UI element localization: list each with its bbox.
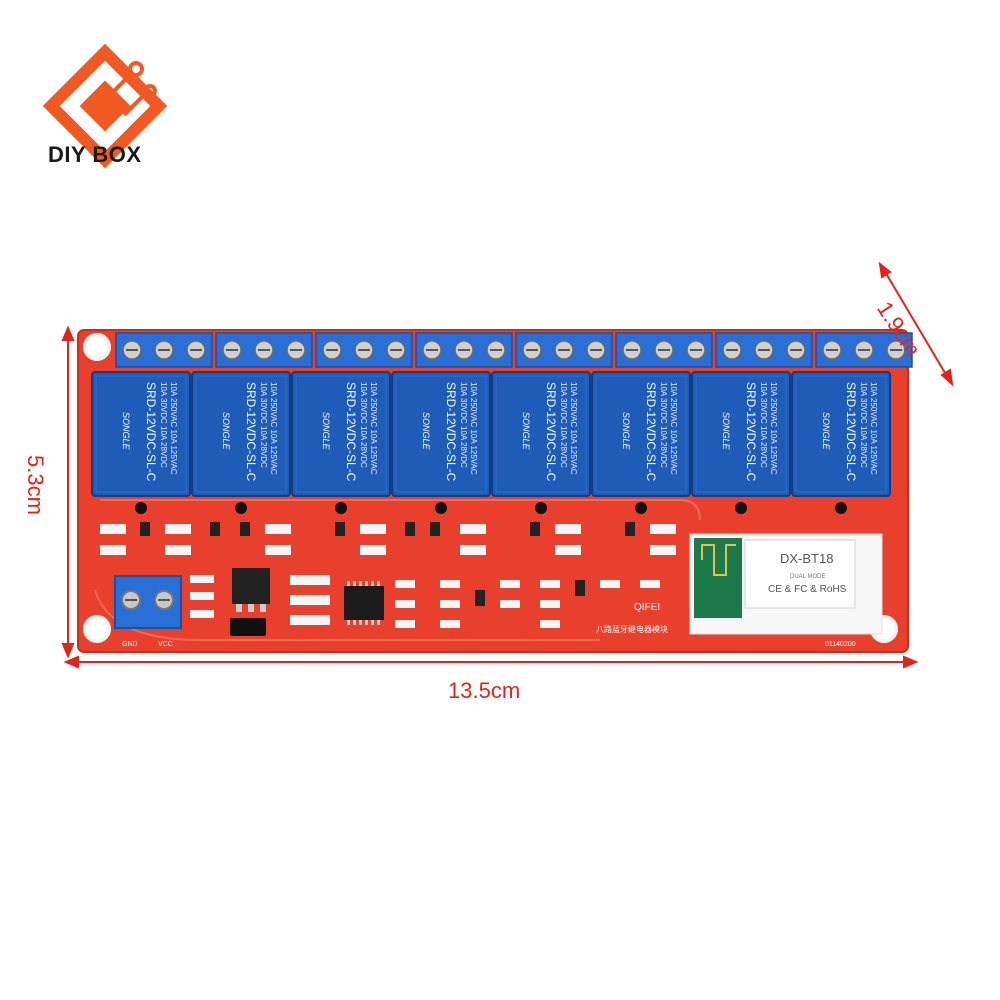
relay-model: SRD-12VDC-SL-C bbox=[244, 382, 258, 482]
terminal-block bbox=[215, 332, 313, 368]
relay-rating-2: 10A 30VDC 10A 28VDC bbox=[859, 382, 868, 468]
relay-model: SRD-12VDC-SL-C bbox=[844, 382, 858, 482]
smd-components bbox=[100, 522, 676, 636]
relay-rating-1: 10A 250VAC 10A 125VAC bbox=[369, 382, 378, 475]
brand-mark: QIFEI bbox=[634, 602, 660, 613]
bt-module-marks: CE & FC & RoHS bbox=[768, 584, 847, 595]
relay-rating-2: 10A 30VDC 10A 28VDC bbox=[259, 382, 268, 468]
relay-rating-2: 10A 30VDC 10A 28VDC bbox=[659, 382, 668, 468]
terminal-block bbox=[115, 332, 213, 368]
terminal-block bbox=[715, 332, 813, 368]
relay-brand: SONGLE bbox=[321, 412, 331, 451]
relay-model: SRD-12VDC-SL-C bbox=[744, 382, 758, 482]
relay-rating-1: 10A 250VAC 10A 125VAC bbox=[169, 382, 178, 475]
logo-text: DIY BOX bbox=[48, 142, 142, 167]
relay-model: SRD-12VDC-SL-C bbox=[544, 382, 558, 482]
relay-rating-1: 10A 250VAC 10A 125VAC bbox=[469, 382, 478, 475]
relay-brand: SONGLE bbox=[721, 412, 731, 451]
power-terminal bbox=[114, 575, 182, 629]
vcc-label: VCC bbox=[158, 641, 173, 648]
relay-rating-2: 10A 30VDC 10A 28VDC bbox=[459, 382, 468, 468]
board-code: 01140200 bbox=[825, 641, 856, 648]
bt-module-mode: DUAL MODE bbox=[790, 574, 825, 580]
relay-brand: SONGLE bbox=[421, 412, 431, 451]
terminal-block bbox=[315, 332, 413, 368]
dimension-lines bbox=[61, 261, 954, 669]
terminal-block bbox=[615, 332, 713, 368]
relay-rating-1: 10A 250VAC 10A 125VAC bbox=[769, 382, 778, 475]
relay-brand: SONGLE bbox=[221, 412, 231, 451]
relay-model: SRD-12VDC-SL-C bbox=[144, 382, 158, 482]
relay-rating-1: 10A 250VAC 10A 125VAC bbox=[569, 382, 578, 475]
bluetooth-module bbox=[689, 533, 883, 635]
relay-rating-2: 10A 30VDC 10A 28VDC bbox=[359, 382, 368, 468]
terminal-block bbox=[415, 332, 513, 368]
relay-model: SRD-12VDC-SL-C bbox=[644, 382, 658, 482]
relay-rating-1: 10A 250VAC 10A 125VAC bbox=[269, 382, 278, 475]
bt-module-model: DX-BT18 bbox=[780, 551, 833, 566]
relay-brand: SONGLE bbox=[621, 412, 631, 451]
relay-brand: SONGLE bbox=[821, 412, 831, 451]
relay-rating-1: 10A 250VAC 10A 125VAC bbox=[869, 382, 878, 475]
relay-model: SRD-12VDC-SL-C bbox=[444, 382, 458, 482]
terminal-block bbox=[815, 332, 913, 368]
terminal-block bbox=[515, 332, 613, 368]
relay-brand: SONGLE bbox=[521, 412, 531, 451]
relay-rating-1: 10A 250VAC 10A 125VAC bbox=[669, 382, 678, 475]
relay-brand: SONGLE bbox=[121, 412, 131, 451]
board-title: 八路蓝牙继电器模块 bbox=[596, 624, 668, 634]
height-dimension-label: 5.3cm bbox=[23, 455, 48, 515]
width-dimension-label: 13.5cm bbox=[448, 678, 521, 703]
relay-rating-2: 10A 30VDC 10A 28VDC bbox=[159, 382, 168, 468]
terminal-block-row bbox=[115, 332, 913, 368]
diy-box-logo-icon bbox=[42, 43, 168, 169]
gnd-label: GND bbox=[122, 641, 138, 648]
relay-model: SRD-12VDC-SL-C bbox=[344, 382, 358, 482]
relay-rating-2: 10A 30VDC 10A 28VDC bbox=[559, 382, 568, 468]
relay-rating-2: 10A 30VDC 10A 28VDC bbox=[759, 382, 768, 468]
